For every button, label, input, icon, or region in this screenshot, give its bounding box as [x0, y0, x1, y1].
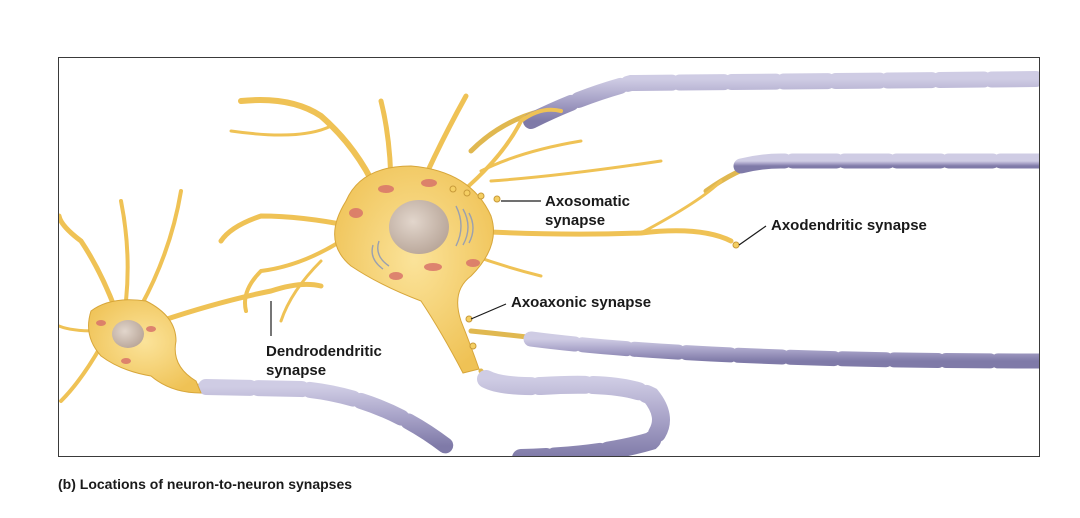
- large-neuron-soma: [334, 165, 494, 374]
- axosomatic-label-line1: Axosomatic: [545, 193, 630, 210]
- large-neuron-nucleus: [389, 200, 449, 254]
- axoaxonic-label: Axoaxonic synapse: [511, 294, 651, 311]
- small-neuron-soma: [88, 299, 202, 394]
- synaptic-terminals: [449, 185, 740, 350]
- axodendritic-label: Axodendritic synapse: [771, 217, 927, 234]
- figure-frame: Axosomatic synapse Axodendritic synapse …: [58, 57, 1040, 457]
- caption-tag: (b): [58, 476, 76, 492]
- figure-caption: (b) Locations of neuron-to-neuron synaps…: [58, 476, 352, 492]
- small-neuron-dendrites: [59, 189, 324, 403]
- dendrodendritic-label-line2: synapse: [266, 362, 326, 379]
- axodendritic-leader: [738, 225, 767, 246]
- axosomatic-label-line2: synapse: [545, 212, 605, 229]
- large-neuron-organelles: [349, 179, 480, 280]
- myelinated-axons: [188, 71, 1039, 456]
- small-neuron-organelles: [96, 320, 156, 364]
- caption-text: Locations of neuron-to-neuron synapses: [79, 476, 353, 492]
- leader-lines: [270, 200, 767, 336]
- small-neuron: [59, 189, 324, 403]
- dendrodendritic-label-line1: Dendrodendritic: [266, 343, 382, 360]
- axoaxonic-leader: [470, 303, 507, 320]
- large-neuron-golgi: [371, 205, 474, 270]
- neuron-synapse-illustration: Axosomatic synapse Axodendritic synapse …: [59, 71, 1039, 456]
- small-neuron-nucleus: [112, 320, 144, 348]
- large-neuron: [218, 93, 734, 374]
